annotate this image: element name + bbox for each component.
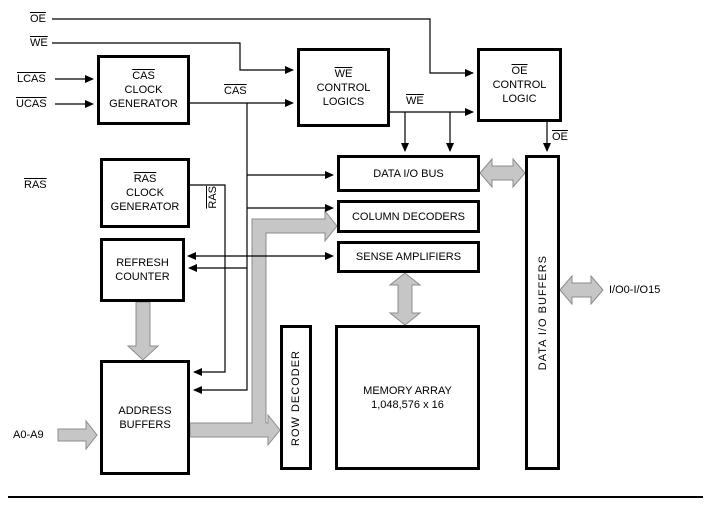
we-control-logics-line2: CONTROL (316, 81, 371, 94)
refresh-counter-block: REFRESH COUNTER (100, 238, 185, 302)
data-io-bus-label: DATA I/O BUS (373, 167, 444, 180)
ras-clock-generator-block: RAS CLOCK GENERATOR (100, 158, 190, 228)
data-io-buffers-label: DATA I/O BUFFERS (536, 254, 549, 371)
signal-ras-label: RAS (24, 179, 47, 191)
wire-ras-down-to-address (190, 184, 226, 376)
bus-address-to-row-and-column (189, 209, 338, 447)
bottom-rule (8, 496, 703, 498)
oe-control-logic-block: OE CONTROL LOGIC (477, 48, 562, 122)
address-buffers-block: ADDRESS BUFFERS (100, 360, 190, 475)
sense-amplifiers-block: SENSE AMPLIFIERS (337, 241, 480, 273)
data-io-bus-block: DATA I/O BUS (337, 155, 480, 192)
data-io-buffers-block: DATA I/O BUFFERS (525, 155, 560, 470)
wire-we-label: WE (406, 95, 424, 107)
cas-clock-generator-block: CAS CLOCK GENERATOR (97, 55, 190, 125)
row-decoder-label: ROW DECODER (290, 349, 302, 446)
wire-oe-top (52, 18, 474, 77)
bus-sense-memory (388, 272, 422, 326)
wire-oe-label: OE (552, 131, 568, 143)
cas-clock-generator-line3: GENERATOR (109, 98, 178, 110)
memory-array-block: MEMORY ARRAY 1,048,576 x 16 (335, 325, 480, 470)
oe-control-logic-line2: CONTROL (492, 79, 547, 91)
column-decoders-label: COLUMN DECODERS (351, 210, 466, 223)
we-control-logics-block: WE CONTROL LOGICS (297, 48, 390, 127)
wire-we-top (52, 42, 294, 74)
signal-addr-label: A0-A9 (13, 429, 44, 441)
signal-lcas-label: LCAS (17, 73, 46, 85)
signal-io-label: I/O0-I/O15 (609, 284, 661, 296)
ras-clock-generator-signal: RAS (133, 173, 157, 185)
cas-clock-generator-line2: CLOCK (124, 84, 163, 96)
bus-iobus-iobuffers (479, 157, 526, 189)
we-control-logics-line3: LOGICS (322, 95, 365, 108)
address-buffers-line2: BUFFERS (119, 418, 171, 431)
bus-addr-input (57, 419, 98, 451)
sense-amplifiers-label: SENSE AMPLIFIERS (355, 251, 462, 263)
cas-clock-generator-signal: CAS (132, 70, 155, 82)
oe-control-logic-line3: LOGIC (502, 93, 537, 105)
signal-ucas-label: UCAS (16, 98, 47, 110)
oe-control-logic-signal: OE (511, 65, 528, 77)
signal-we-label: WE (30, 37, 48, 49)
ras-clock-generator-line2: CLOCK (126, 187, 164, 199)
memory-array-line1: MEMORY ARRAY (363, 384, 452, 397)
bus-refresh-to-address (126, 301, 160, 361)
wire-ras-label: RAS (207, 186, 219, 209)
wire-cas-label: CAS (224, 85, 247, 97)
memory-array-line2: 1,048,576 x 16 (371, 398, 444, 411)
address-buffers-line1: ADDRESS (118, 404, 172, 417)
bus-iobuffers-io-pins (559, 274, 604, 306)
wire-cas-down-to-address (193, 103, 248, 394)
signal-oe-label: OE (30, 13, 46, 25)
row-decoder-block: ROW DECODER (280, 325, 312, 470)
we-control-logics-signal: WE (334, 67, 353, 80)
column-decoders-block: COLUMN DECODERS (337, 200, 480, 233)
ras-clock-generator-line3: GENERATOR (110, 201, 180, 213)
refresh-counter-line1: REFRESH (116, 257, 169, 269)
refresh-counter-line2: COUNTER (115, 271, 170, 283)
